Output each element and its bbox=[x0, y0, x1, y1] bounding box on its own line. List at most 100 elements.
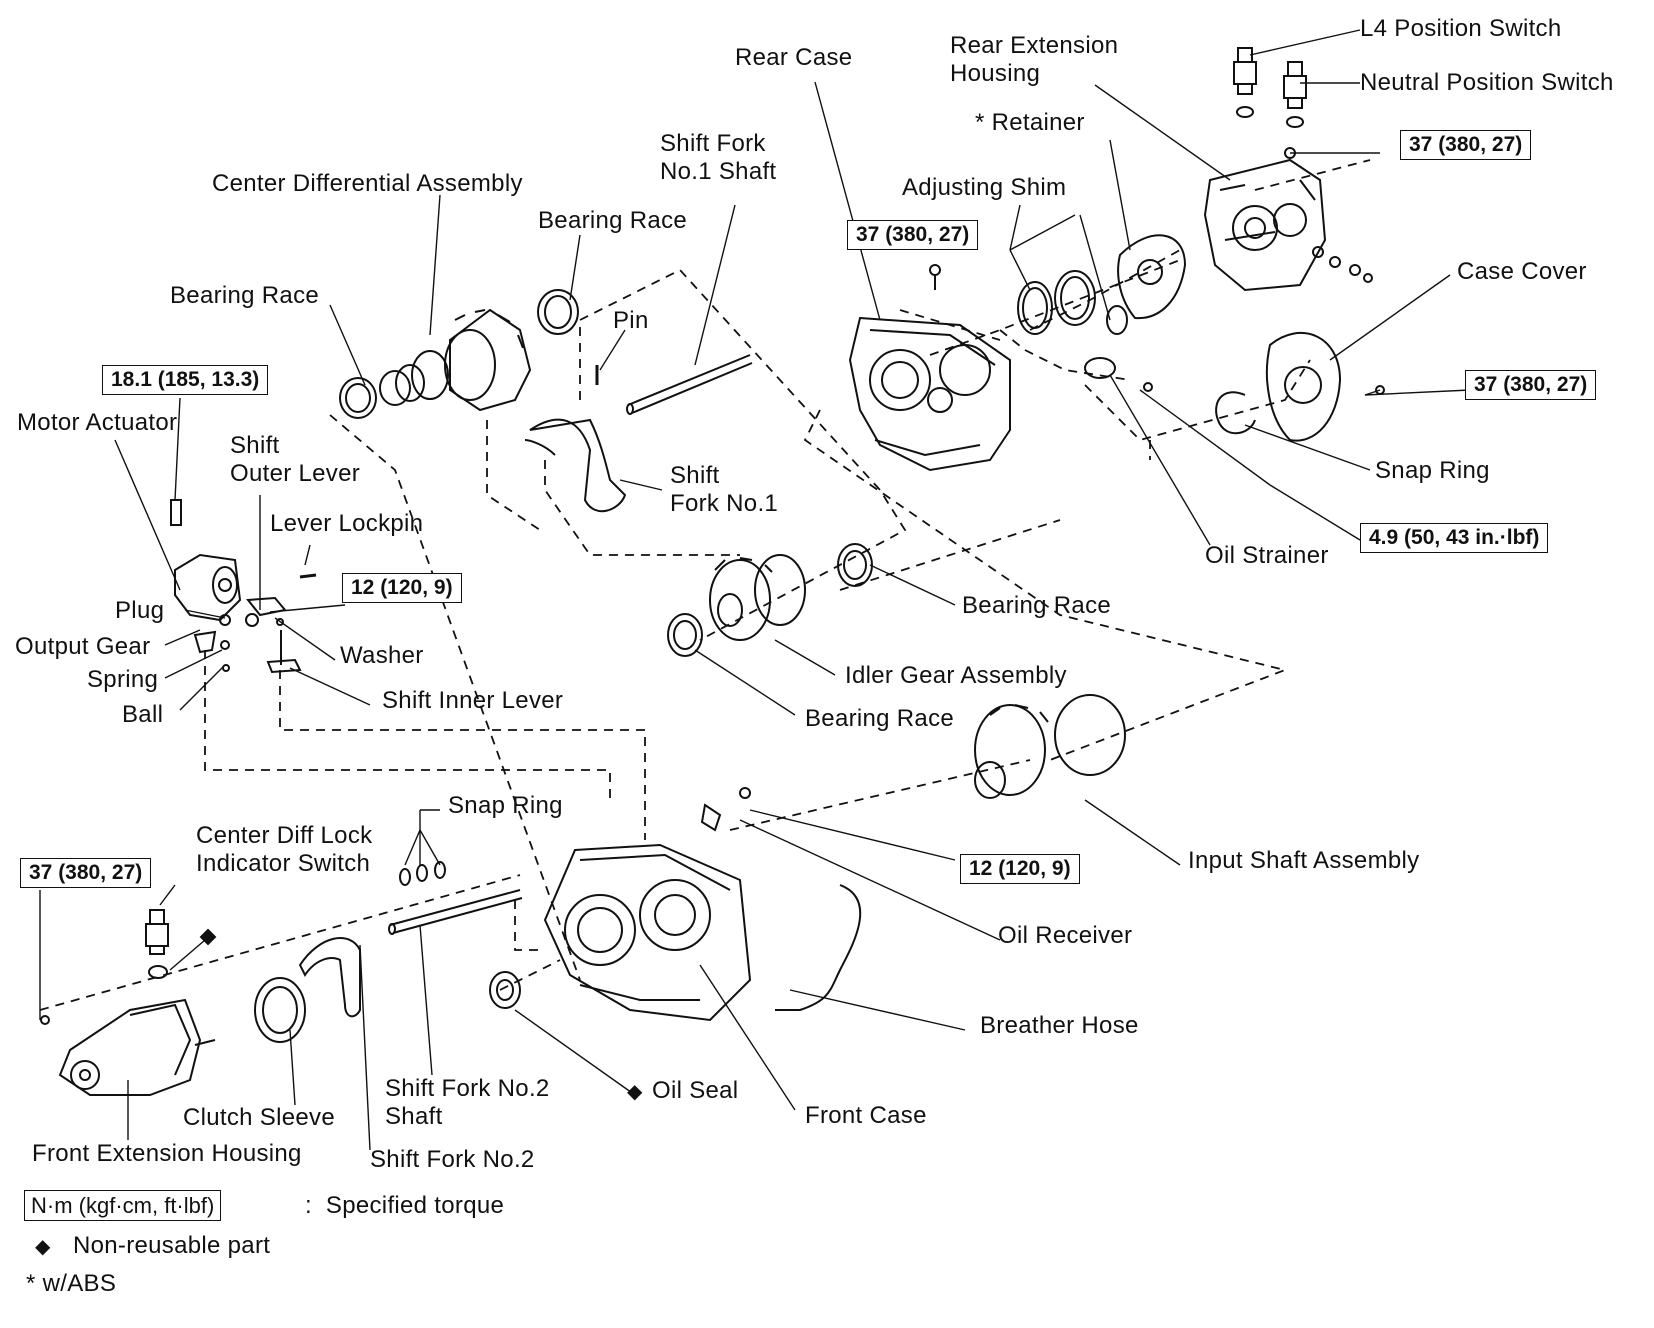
rear-extension-housing bbox=[1203, 158, 1327, 292]
adjusting-shim-2 bbox=[1054, 270, 1096, 326]
adjusting-shim-3 bbox=[1106, 305, 1128, 335]
legend-abs: * w/ABS bbox=[26, 1270, 117, 1297]
rear-ext-bolt bbox=[1284, 147, 1296, 159]
label-front-extension-housing: Front Extension Housing bbox=[32, 1140, 302, 1167]
label-shift-outer-lever: Shift Outer Lever bbox=[230, 432, 361, 487]
retainer bbox=[1117, 234, 1187, 320]
torque-front: 37 (380, 27) bbox=[20, 858, 152, 888]
washer bbox=[245, 613, 259, 627]
label-shift-inner-lever: Shift Inner Lever bbox=[382, 687, 564, 714]
label-rear-case: Rear Case bbox=[735, 44, 853, 71]
oil-strainer bbox=[1084, 357, 1116, 379]
oil-receiver bbox=[700, 803, 722, 832]
bearing-race-low bbox=[667, 613, 703, 657]
label-l4-position-switch: L4 Position Switch bbox=[1360, 15, 1562, 42]
bearing-race-mid bbox=[837, 543, 873, 587]
label-clutch-sleeve: Clutch Sleeve bbox=[183, 1104, 335, 1131]
torque-case-cover: 37 (380, 27) bbox=[1465, 370, 1597, 400]
motor-actuator bbox=[174, 553, 242, 622]
torque-oil-receiver: 12 (120, 9) bbox=[960, 854, 1080, 884]
rear-case-bolt bbox=[929, 264, 941, 276]
legend-torque-desc: : Specified torque bbox=[305, 1192, 505, 1219]
label-shift-fork-1: Shift Fork No.1 bbox=[670, 462, 779, 517]
label-front-case: Front Case bbox=[805, 1102, 927, 1129]
clutch-sleeve bbox=[254, 977, 306, 1043]
label-pin: Pin bbox=[613, 307, 649, 334]
bearing-race-top bbox=[537, 289, 579, 335]
label-bearing-race-mid: Bearing Race bbox=[962, 592, 1112, 619]
torque-oil-strainer: 4.9 (50, 43 in.·lbf) bbox=[1360, 523, 1549, 553]
label-shift-fork-1-shaft: Shift Fork No.1 Shaft bbox=[660, 130, 777, 185]
legend-nonreusable-symbol: ◆ bbox=[35, 1236, 51, 1258]
torque-l4: 37 (380, 27) bbox=[1400, 130, 1532, 160]
plug bbox=[219, 614, 231, 626]
snap-ring-3 bbox=[434, 861, 446, 879]
motor-actuator-bolt bbox=[170, 499, 182, 526]
label-adjusting-shim: Adjusting Shim bbox=[902, 174, 1067, 201]
shift-fork-1-shaft bbox=[626, 354, 753, 415]
oil-strainer-bolt bbox=[1143, 382, 1153, 392]
legend-torque-units: N·m (kgf·cm, ft·lbf) bbox=[24, 1190, 222, 1221]
label-bearing-race-low: Bearing Race bbox=[805, 705, 955, 732]
oil-seal-mark: ◆ bbox=[627, 1081, 643, 1103]
front-case bbox=[543, 843, 752, 1022]
label-oil-strainer: Oil Strainer bbox=[1205, 542, 1329, 569]
label-ball: Ball bbox=[122, 701, 164, 728]
label-bearing-race-left: Bearing Race bbox=[170, 282, 320, 309]
center-differential-assembly bbox=[395, 308, 532, 412]
torque-motor-actuator: 18.1 (185, 13.3) bbox=[102, 365, 269, 395]
torque-rear-case: 37 (380, 27) bbox=[847, 220, 979, 250]
label-shift-fork-2: Shift Fork No.2 bbox=[370, 1146, 535, 1173]
label-snap-ring-center: Snap Ring bbox=[448, 792, 563, 819]
snap-ring-right bbox=[1215, 391, 1256, 435]
label-input-shaft: Input Shaft Assembly bbox=[1188, 847, 1420, 874]
leader-lines bbox=[39, 29, 1471, 1151]
shift-outer-lever bbox=[246, 596, 287, 617]
lever-lockpin bbox=[299, 573, 317, 579]
label-neutral-position-switch: Neutral Position Switch bbox=[1360, 69, 1614, 96]
label-motor-actuator: Motor Actuator bbox=[17, 409, 178, 436]
label-center-diff-lock: Center Diff Lock Indicator Switch bbox=[196, 822, 373, 877]
label-rear-extension-housing: Rear Extension Housing bbox=[950, 32, 1119, 87]
ball bbox=[222, 664, 230, 672]
label-oil-receiver: Oil Receiver bbox=[998, 922, 1133, 949]
breather-hose bbox=[775, 884, 862, 1011]
label-snap-ring-right: Snap Ring bbox=[1375, 457, 1490, 484]
torque-washer: 12 (120, 9) bbox=[342, 573, 462, 603]
label-lever-lockpin: Lever Lockpin bbox=[270, 510, 424, 537]
bearing-race-left bbox=[339, 377, 377, 419]
output-gear bbox=[193, 630, 217, 654]
label-retainer: * Retainer bbox=[975, 109, 1085, 136]
front-extension-housing bbox=[58, 998, 216, 1096]
shift-fork-2 bbox=[298, 937, 361, 1018]
snap-ring-2 bbox=[416, 864, 428, 882]
center-diff-lock-switch bbox=[145, 909, 169, 979]
front-ext-bolt bbox=[40, 1015, 50, 1025]
label-bearing-race-top: Bearing Race bbox=[538, 207, 688, 234]
input-shaft-assembly bbox=[974, 694, 1126, 799]
label-shift-fork-2-shaft: Shift Fork No.2 Shaft bbox=[385, 1075, 550, 1130]
label-center-differential: Center Differential Assembly bbox=[212, 170, 523, 197]
legend-nonreusable: Non-reusable part bbox=[73, 1232, 271, 1259]
l4-position-switch bbox=[1233, 47, 1257, 118]
rear-case bbox=[848, 316, 1011, 472]
snap-ring-1 bbox=[399, 868, 411, 886]
case-cover-bolt bbox=[1375, 385, 1385, 395]
oil-seal bbox=[489, 971, 521, 1009]
rear-ext-small-bolts bbox=[1312, 246, 1373, 283]
label-plug: Plug bbox=[115, 597, 165, 624]
label-washer: Washer bbox=[340, 642, 424, 669]
case-cover bbox=[1265, 331, 1342, 442]
label-case-cover: Case Cover bbox=[1457, 258, 1587, 285]
shift-fork-2-shaft bbox=[388, 889, 523, 935]
shift-fork-1 bbox=[524, 418, 627, 513]
label-idler-gear: Idler Gear Assembly bbox=[845, 662, 1067, 689]
adjusting-shim-1 bbox=[1017, 281, 1053, 335]
neutral-position-switch bbox=[1283, 61, 1307, 128]
label-breather-hose: Breather Hose bbox=[980, 1012, 1139, 1039]
idler-gear-assembly bbox=[709, 554, 806, 641]
label-oil-seal: Oil Seal bbox=[652, 1077, 739, 1104]
spring bbox=[220, 640, 230, 650]
